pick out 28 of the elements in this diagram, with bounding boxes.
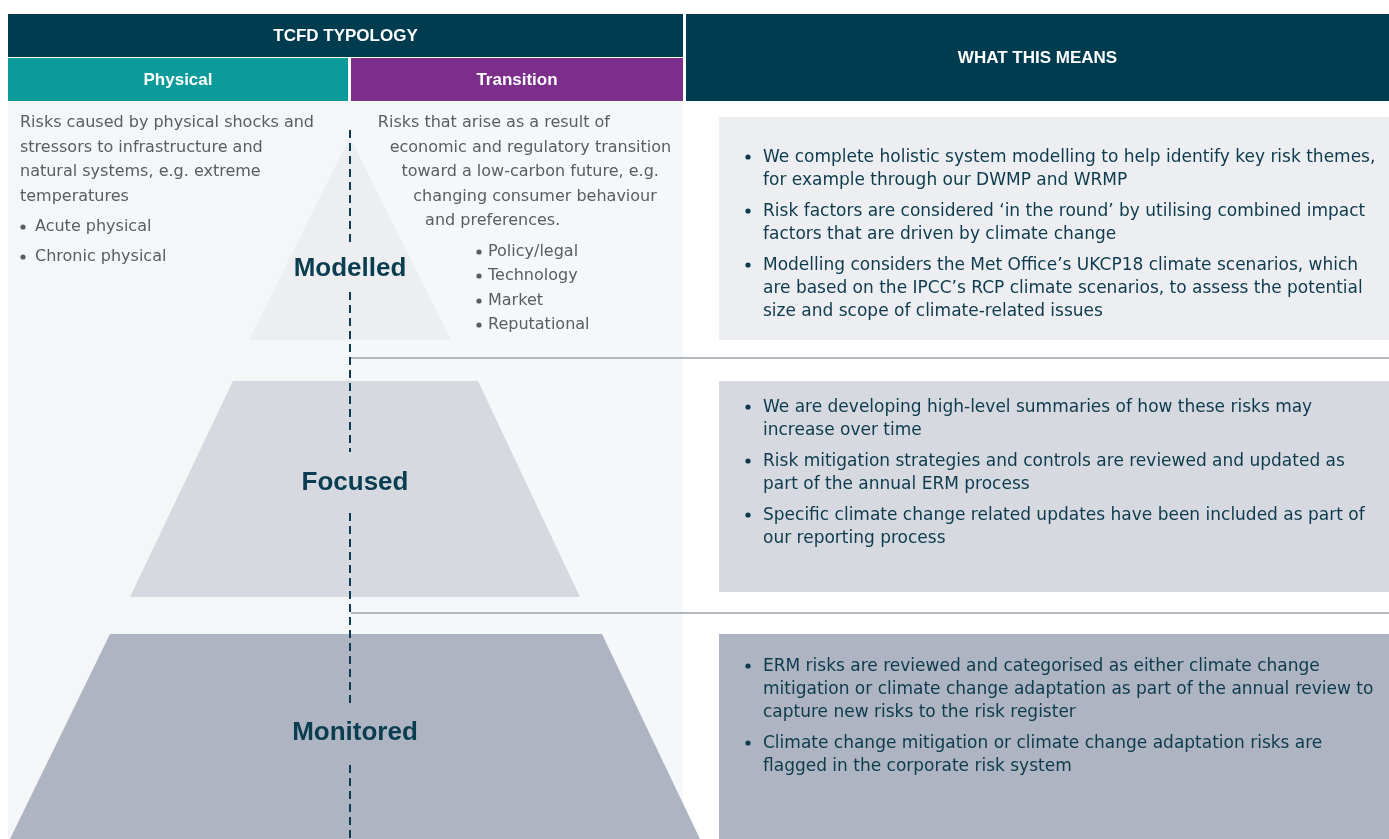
bullet-text: Reputational bbox=[488, 313, 590, 335]
level-label: Monitored bbox=[292, 715, 418, 747]
column-header: TCFD TYPOLOGY bbox=[8, 14, 683, 57]
description-text: Risks that arise as a result of economic and regulatory transition toward a low-carbon future, e.g. changing consumer behaviour and preferences. bbox=[376, 111, 673, 231]
bullet-text: Climate change mitigation or climate change adaptation risks are flagged in the corporate risk system bbox=[763, 731, 1324, 777]
bullet-text: We are developing high-level summaries of how these risks may increase over time bbox=[763, 395, 1314, 441]
info-panel bbox=[719, 117, 1389, 340]
bullet-text: Technology bbox=[488, 264, 578, 286]
bullet-text: Risk mitigation strategies and controls are reviewed and updated as part of the annual ERM process bbox=[763, 449, 1346, 495]
info-panel bbox=[719, 634, 1389, 839]
bullet-text: Market bbox=[488, 288, 543, 311]
level-label: Focused bbox=[301, 465, 409, 497]
bullet-text: Modelling considers the Met Office’s UKCP18 climate scenarios, which are based on the IPCC’s RCP climate scenarios, to assess the potential size and scope of climate-related issues bbox=[763, 253, 1364, 322]
bullet-text: Specific climate change related updates have been included as part of our reporting process bbox=[763, 503, 1366, 549]
column-header: Physical bbox=[8, 58, 348, 101]
bullet-text: ERM risks are reviewed and categorised as either climate change mitigation or climate change adaptation as part of the annual review to capture new risks to the risk register bbox=[763, 654, 1375, 723]
bullet-text: Risk factors are considered ‘in the round’ by utilising combined impact factors that are driven by climate change bbox=[763, 199, 1367, 245]
info-panel bbox=[719, 381, 1389, 592]
pyramid-level bbox=[130, 381, 580, 597]
pyramid-level bbox=[10, 634, 700, 839]
bullet-text: Acute physical bbox=[35, 215, 152, 237]
column-header: WHAT THIS MEANS bbox=[686, 14, 1389, 101]
bullet-text: Chronic physical bbox=[35, 244, 167, 267]
level-label: Modelled bbox=[293, 251, 407, 283]
bullet-text: Policy/legal bbox=[488, 239, 579, 262]
bullet-text: We complete holistic system modelling to help identify key risk themes, for example through our DWMP and WRMP bbox=[763, 145, 1377, 191]
description-text: Risks caused by physical shocks and stressors to infrastructure and natural systems, e.g. extreme temperatures bbox=[20, 111, 315, 207]
column-header: Transition bbox=[351, 58, 683, 101]
